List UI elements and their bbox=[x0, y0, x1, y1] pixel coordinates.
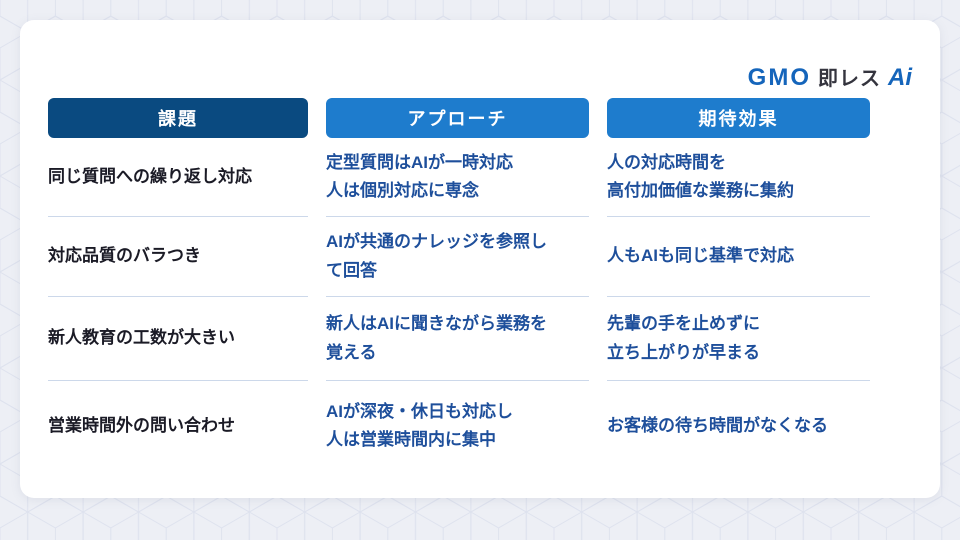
approach-cell-1: 定型質問はAIが一時対応 人は個別対応に専念 bbox=[326, 138, 589, 217]
logo-ai-text: Ai bbox=[888, 64, 912, 91]
effect-cell-2: 人もAIも同じ基準で対応 bbox=[607, 217, 870, 297]
column-header-approach: アプローチ bbox=[326, 98, 589, 138]
column-header-issue: 課題 bbox=[48, 98, 308, 138]
comparison-table: 課題 アプローチ 期待効果 同じ質問への繰り返し対応 定型質問はAIが一時対応 … bbox=[48, 98, 870, 471]
column-header-effect: 期待効果 bbox=[607, 98, 870, 138]
effect-cell-3: 先輩の手を止めずに 立ち上がりが早まる bbox=[607, 297, 870, 381]
approach-cell-2: AIが共通のナレッジを参照し て回答 bbox=[326, 217, 589, 297]
approach-cell-3: 新人はAIに聞きながら業務を 覚える bbox=[326, 297, 589, 381]
slide-card: GMO 即レス Ai 課題 アプローチ 期待効果 同じ質問への繰り返し対応 定型… bbox=[20, 20, 940, 498]
gmo-sokuresu-ai-logo: GMO 即レス Ai bbox=[748, 62, 912, 92]
logo-product-text: 即レス bbox=[818, 68, 881, 90]
logo-gmo-text: GMO bbox=[747, 64, 811, 91]
issue-cell-3: 新人教育の工数が大きい bbox=[48, 297, 308, 381]
issue-cell-1: 同じ質問への繰り返し対応 bbox=[48, 138, 308, 217]
issue-cell-2: 対応品質のバラつき bbox=[48, 217, 308, 297]
issue-cell-4: 営業時間外の問い合わせ bbox=[48, 415, 235, 435]
effect-cell-4: お客様の待ち時間がなくなる bbox=[607, 415, 828, 435]
approach-cell-4: AIが深夜・休日も対応し 人は営業時間内に集中 bbox=[326, 401, 513, 449]
effect-cell-1: 人の対応時間を 高付加価値な業務に集約 bbox=[607, 138, 870, 217]
